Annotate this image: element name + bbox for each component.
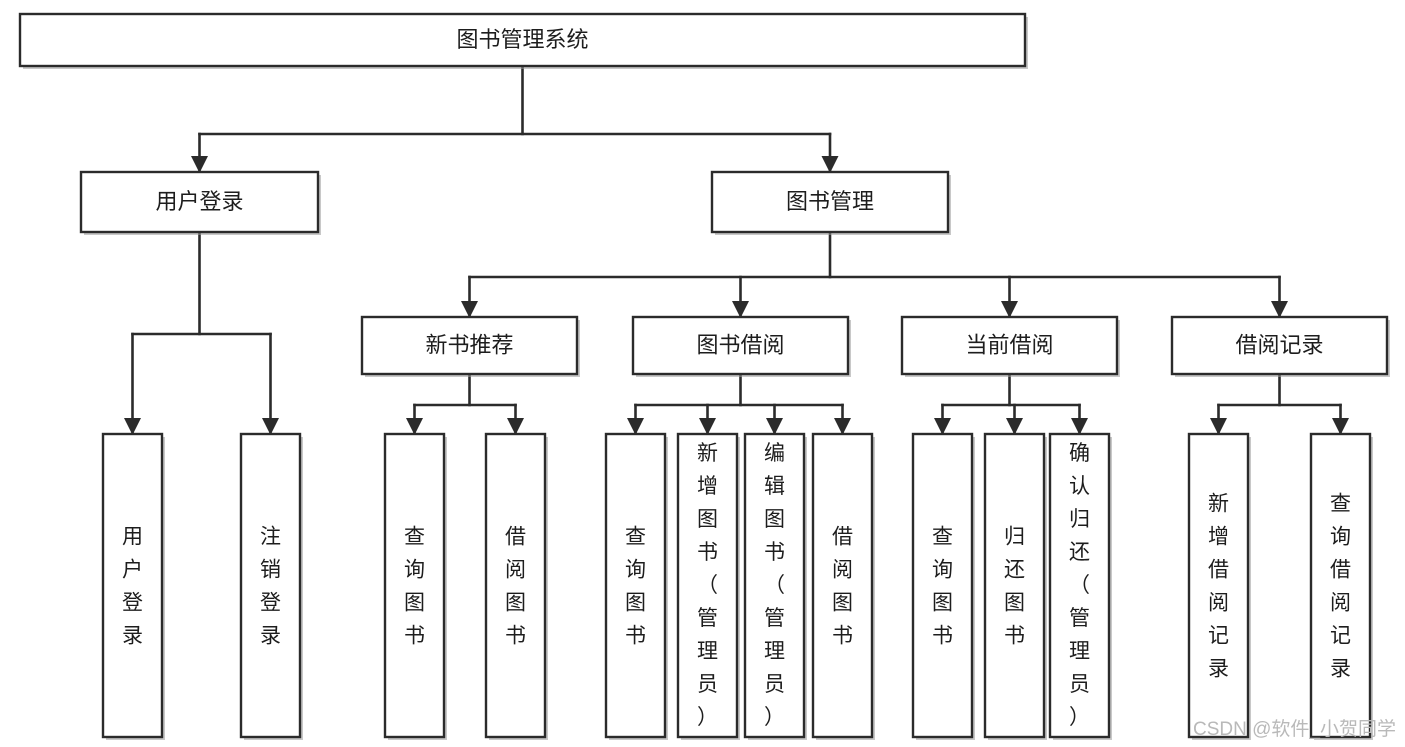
node-label: 查询图书 [625, 526, 646, 648]
arrow-head-icon [627, 418, 644, 435]
node-root[interactable]: 图书管理系统 [18, 12, 1028, 69]
arrow-head-icon [732, 301, 749, 318]
node-layer: 图书管理系统用户登录图书管理新书推荐图书借阅当前借阅借阅记录用户登录注销登录查询… [18, 12, 1390, 740]
node-box[interactable] [239, 432, 302, 739]
node-book-manage[interactable]: 图书管理 [710, 170, 951, 235]
node-box[interactable] [900, 315, 1119, 376]
node-leaf-confirm-return[interactable]: 确认归还（管理员） [1048, 432, 1112, 740]
node-box[interactable] [983, 432, 1046, 739]
node-box[interactable] [360, 315, 579, 376]
arrow-head-icon [124, 418, 141, 435]
node-box[interactable] [631, 315, 850, 376]
node-label: 借阅图书 [505, 526, 526, 648]
node-box[interactable] [484, 432, 547, 739]
node-leaf-query-book-2[interactable]: 查询图书 [604, 432, 668, 740]
node-leaf-query-book-3[interactable]: 查询图书 [911, 432, 975, 740]
arrow-head-icon [461, 301, 478, 318]
arrow-head-icon [1006, 418, 1023, 435]
node-box[interactable] [18, 12, 1027, 68]
node-label: 归还图书 [1004, 526, 1025, 648]
node-box[interactable] [1170, 315, 1389, 376]
node-label: 图书管理系统 [456, 27, 588, 52]
node-label: 图书管理 [786, 189, 874, 214]
node-label: 查询借阅记录 [1330, 493, 1351, 681]
node-box[interactable] [811, 432, 874, 739]
node-leaf-user-login[interactable]: 用户登录 [101, 432, 165, 740]
node-book-borrow[interactable]: 图书借阅 [631, 315, 851, 377]
arrow-head-icon [699, 418, 716, 435]
arrow-head-icon [406, 418, 423, 435]
node-label: 确认归还（管理员） [1069, 442, 1090, 729]
node-label: 编辑图书（管理员） [764, 442, 785, 729]
node-box[interactable] [710, 170, 950, 234]
arrow-head-icon [191, 156, 208, 173]
arrow-head-icon [934, 418, 951, 435]
arrow-head-icon [766, 418, 783, 435]
arrow-head-icon [1071, 418, 1088, 435]
arrow-head-icon [1210, 418, 1227, 435]
node-box[interactable] [79, 170, 320, 234]
node-box[interactable] [743, 432, 806, 739]
connector-layer [124, 64, 1349, 435]
node-leaf-borrow-book-1[interactable]: 借阅图书 [484, 432, 548, 740]
node-label: 借阅图书 [832, 526, 853, 648]
arrow-head-icon [507, 418, 524, 435]
arrow-head-icon [834, 418, 851, 435]
arrow-head-icon [1332, 418, 1349, 435]
node-box[interactable] [1309, 432, 1372, 739]
node-leaf-edit-book[interactable]: 编辑图书（管理员） [743, 432, 807, 740]
node-leaf-add-record[interactable]: 新增借阅记录 [1187, 432, 1251, 740]
node-leaf-add-book[interactable]: 新增图书（管理员） [676, 432, 740, 740]
arrow-head-icon [262, 418, 279, 435]
csdn-watermark: CSDN @软件_小贺同学 [1193, 718, 1396, 740]
node-label: 新增图书（管理员） [697, 442, 718, 729]
node-leaf-user-logout[interactable]: 注销登录 [239, 432, 303, 740]
node-label: 新增借阅记录 [1208, 493, 1229, 681]
node-new-book-rec[interactable]: 新书推荐 [360, 315, 580, 377]
node-label: 注销登录 [260, 526, 281, 648]
node-label: 新书推荐 [425, 332, 513, 357]
node-current-borrow[interactable]: 当前借阅 [900, 315, 1120, 377]
node-box[interactable] [911, 432, 974, 739]
node-borrow-record[interactable]: 借阅记录 [1170, 315, 1390, 377]
node-box[interactable] [101, 432, 164, 739]
node-leaf-return-book[interactable]: 归还图书 [983, 432, 1047, 740]
node-label: 用户登录 [155, 189, 243, 214]
arrow-head-icon [821, 156, 839, 173]
node-box[interactable] [676, 432, 739, 739]
node-label: 查询图书 [404, 526, 425, 648]
node-leaf-query-record[interactable]: 查询借阅记录 [1309, 432, 1373, 740]
arrow-head-icon [1001, 301, 1018, 318]
node-label: 用户登录 [122, 526, 143, 648]
node-box[interactable] [1187, 432, 1250, 739]
node-leaf-query-book-1[interactable]: 查询图书 [383, 432, 447, 740]
node-user-login[interactable]: 用户登录 [79, 170, 321, 235]
node-label: 借阅记录 [1235, 332, 1323, 357]
node-label: 查询图书 [932, 526, 953, 648]
node-box[interactable] [604, 432, 667, 739]
arrow-head-icon [1271, 301, 1288, 318]
node-label: 当前借阅 [965, 332, 1053, 357]
node-leaf-borrow-book-2[interactable]: 借阅图书 [811, 432, 875, 740]
node-box[interactable] [1048, 432, 1111, 739]
node-label: 图书借阅 [696, 332, 784, 357]
node-box[interactable] [383, 432, 446, 739]
